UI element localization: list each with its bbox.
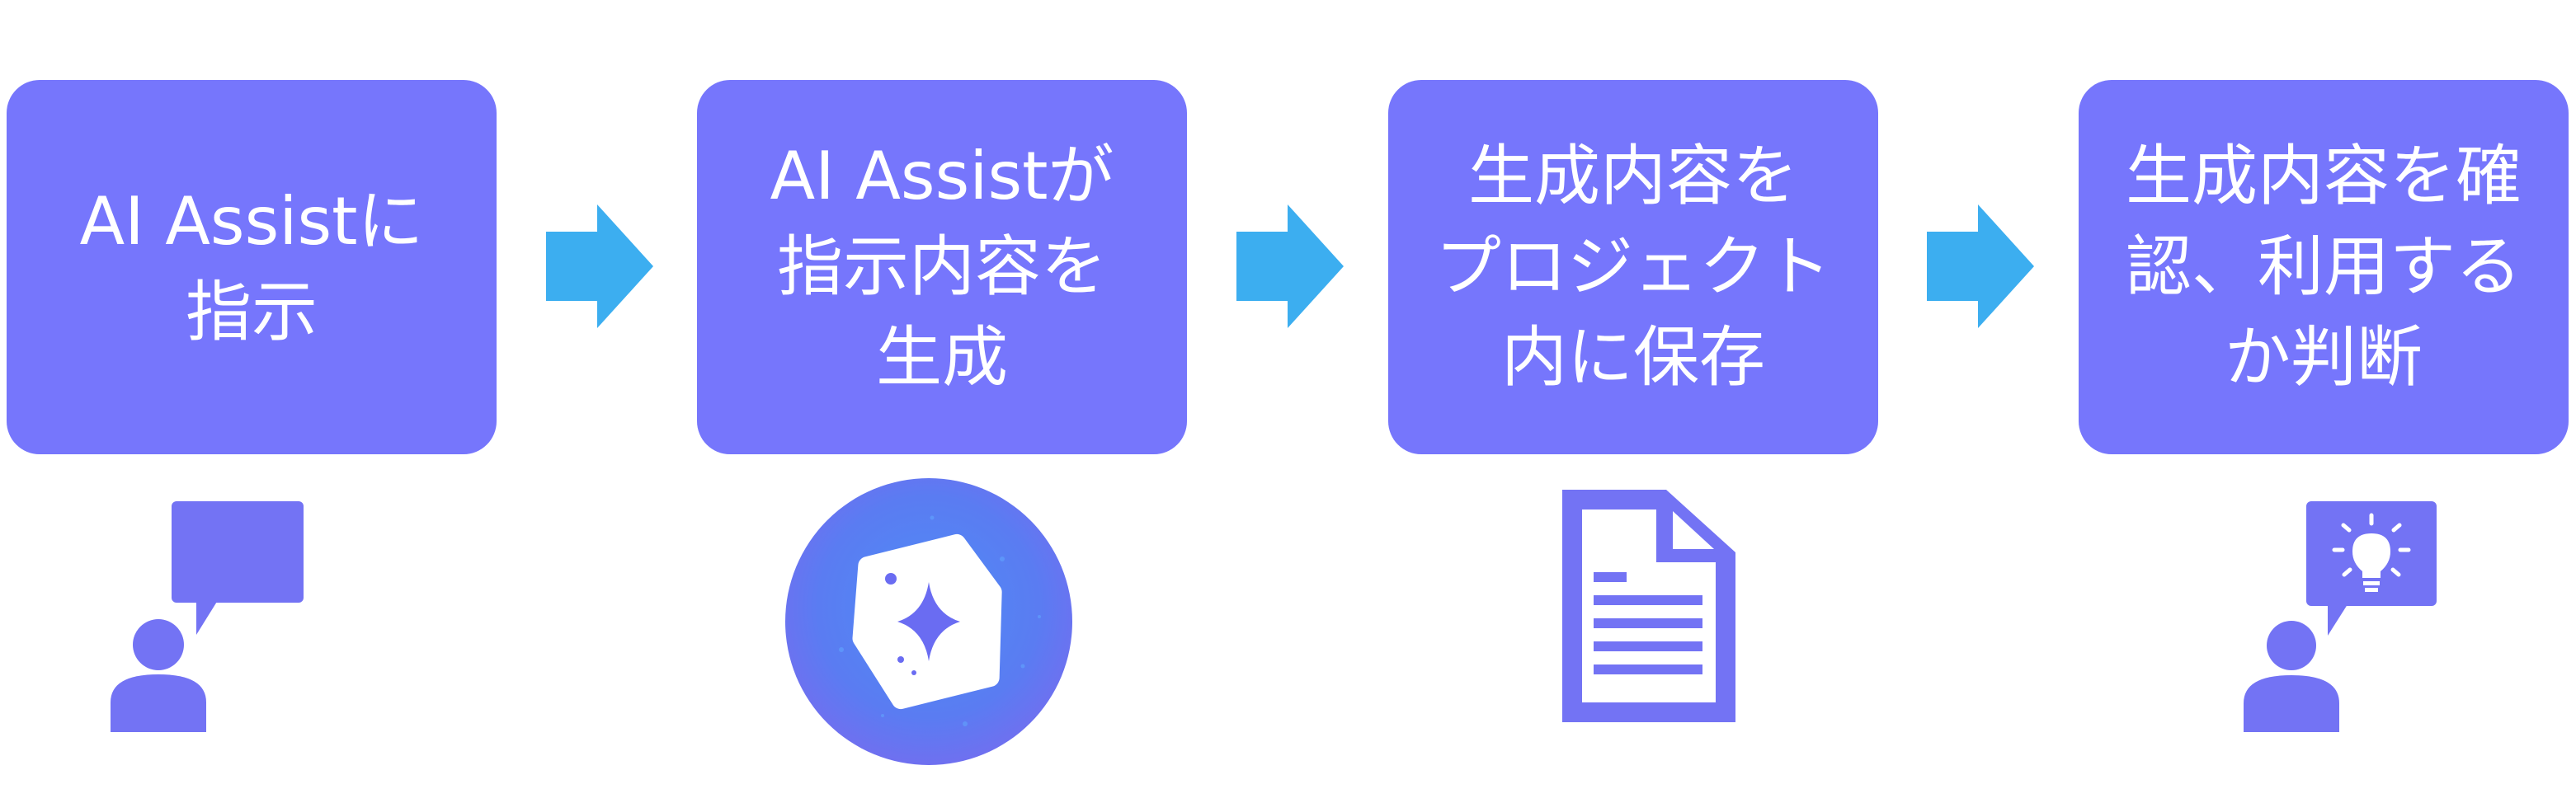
step-2-line-3: 生成: [875, 319, 1008, 396]
step-2-box: AI Assistが 指示内容を 生成: [697, 80, 1187, 454]
arrow-right-icon: [546, 204, 653, 328]
step-3-line-2: プロジェクト: [1435, 228, 1831, 305]
step-4-line-1: 生成内容を確: [2126, 138, 2522, 214]
step-4-line-2: 認、利用する: [2126, 228, 2522, 305]
step-1-line-1: AI Assistに: [79, 183, 424, 260]
step-2-line-1: AI Assistが: [770, 138, 1114, 214]
step-3-box: 生成内容を プロジェクト 内に保存: [1388, 80, 1878, 454]
step-1-box: AI Assistに 指示: [7, 80, 497, 454]
step-3-line-3: 内に保存: [1501, 319, 1765, 396]
step-4-line-3: か判断: [2225, 319, 2423, 396]
ai-assist-sparkle-icon: [785, 478, 1072, 765]
step-2-line-2: 指示内容を: [776, 228, 1107, 305]
step-1-line-2: 指示: [185, 274, 318, 350]
arrow-right-icon: [1927, 204, 2034, 328]
step-3-line-1: 生成内容を: [1468, 138, 1798, 214]
arrow-right-icon: [1236, 204, 1344, 328]
person-lightbulb-icon: [2244, 501, 2437, 732]
step-4-box: 生成内容を確 認、利用する か判断: [2079, 80, 2569, 454]
document-icon: [1562, 490, 1735, 722]
person-speech-bubble-icon: [111, 501, 304, 732]
